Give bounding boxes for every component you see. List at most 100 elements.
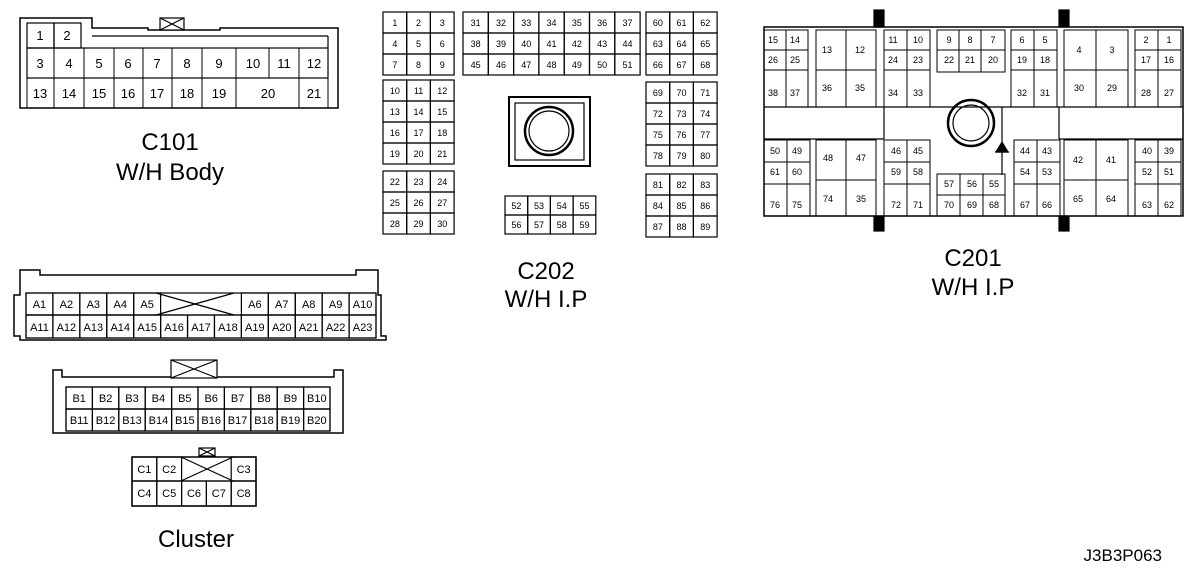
pin-label: B16 (201, 415, 221, 427)
pin-label: 9 (946, 35, 951, 45)
pin-label: 12 (855, 45, 865, 55)
pin-label: 34 (888, 88, 898, 98)
pin-label: 3 (1109, 45, 1114, 55)
pin-cell (692, 144, 718, 167)
pin-label: C7 (212, 488, 226, 500)
pin-label: 42 (572, 39, 582, 49)
pin-label: 32 (1017, 88, 1027, 98)
pin-label: 51 (622, 60, 632, 70)
pin-label: A23 (353, 322, 373, 334)
pin-label: 12 (307, 56, 321, 71)
pin-label: 48 (823, 153, 833, 163)
pin-label: 50 (597, 60, 607, 70)
pin-label: 75 (792, 200, 802, 210)
pin-label: 55 (579, 201, 589, 211)
pin-label: 20 (988, 55, 998, 65)
pin-label: 29 (414, 219, 424, 229)
pin-label: C3 (237, 464, 251, 476)
pin-label: 33 (913, 88, 923, 98)
pin-label: 5 (1042, 35, 1047, 45)
pin-label: 49 (792, 146, 802, 156)
pin-label: 36 (822, 83, 832, 93)
pin-cell (692, 53, 718, 76)
pin-label: 13 (33, 86, 47, 101)
pin-label: 76 (677, 130, 687, 140)
pin-label: 60 (792, 167, 802, 177)
pin-label: 8 (416, 60, 421, 70)
pin-label: 15 (92, 86, 106, 101)
pin-label: 1 (1166, 35, 1171, 45)
pin-label: 35 (856, 194, 866, 204)
pin-label: B13 (122, 415, 142, 427)
pin-label: 7 (392, 60, 397, 70)
pin-label: A3 (87, 299, 100, 311)
pin-label: A19 (245, 322, 265, 334)
pin-label: 10 (246, 56, 260, 71)
pin-cell (614, 53, 641, 76)
pin-label: 31 (1040, 88, 1050, 98)
pin-label: 3 (36, 56, 43, 71)
pin-cell (348, 314, 377, 339)
pin-label: 36 (597, 18, 607, 28)
pin-label: 18 (180, 86, 194, 101)
pin-label: B3 (125, 393, 138, 405)
pin-label: C4 (137, 488, 151, 500)
pin-label: 70 (677, 88, 687, 98)
cluster-title: Cluster (158, 526, 234, 553)
pin-label: 17 (414, 128, 424, 138)
pin-label: 68 (700, 60, 710, 70)
pin-cell (692, 215, 718, 238)
pin-label: 37 (790, 88, 800, 98)
pin-label: 52 (1142, 167, 1152, 177)
pin-label: 23 (913, 55, 923, 65)
pin-label: 11 (888, 35, 897, 45)
pin-label: 14 (790, 35, 800, 45)
pin-label: 2 (63, 28, 70, 43)
pin-label: 66 (653, 60, 663, 70)
pin-label: 35 (855, 83, 865, 93)
pin-label: 57 (944, 179, 954, 189)
pin-label: 2 (416, 18, 421, 28)
pin-label: A12 (57, 322, 77, 334)
pin-label: 71 (700, 88, 710, 98)
pin-label: 82 (677, 180, 687, 190)
pin-cell (429, 212, 455, 235)
pin-label: 8 (183, 56, 190, 71)
pin-label: 46 (496, 60, 506, 70)
pin-label: 4 (1076, 45, 1081, 55)
pin-cell (572, 214, 597, 235)
pin-label: 37 (622, 18, 632, 28)
pin-label: 17 (1141, 55, 1151, 65)
pin-label: 81 (653, 180, 663, 190)
pin-label: 15 (768, 35, 778, 45)
pin-label: 41 (547, 39, 557, 49)
pin-label: 42 (1073, 155, 1083, 165)
pin-label: 7 (990, 35, 995, 45)
pin-label: 64 (1106, 194, 1116, 204)
pin-label: 60 (653, 18, 663, 28)
pin-label: B15 (175, 415, 195, 427)
pin-label: 54 (557, 201, 567, 211)
pin-cell (429, 53, 455, 76)
c202-description: W/H I.P (505, 286, 588, 313)
pin-label: B19 (281, 415, 301, 427)
pin-label: 13 (822, 45, 832, 55)
pin-label: 43 (597, 39, 607, 49)
pin-label: 80 (700, 151, 710, 161)
pin-label: 39 (496, 39, 506, 49)
pin-label: B8 (257, 393, 270, 405)
pin-label: 5 (95, 56, 102, 71)
pin-label: B18 (254, 415, 274, 427)
pin-label: 88 (677, 222, 687, 232)
pin-label: 32 (496, 18, 506, 28)
pin-label: 54 (1020, 167, 1030, 177)
pin-label: A22 (326, 322, 346, 334)
pin-label: B12 (96, 415, 116, 427)
pin-label: B17 (228, 415, 248, 427)
pin-label: 53 (534, 201, 544, 211)
